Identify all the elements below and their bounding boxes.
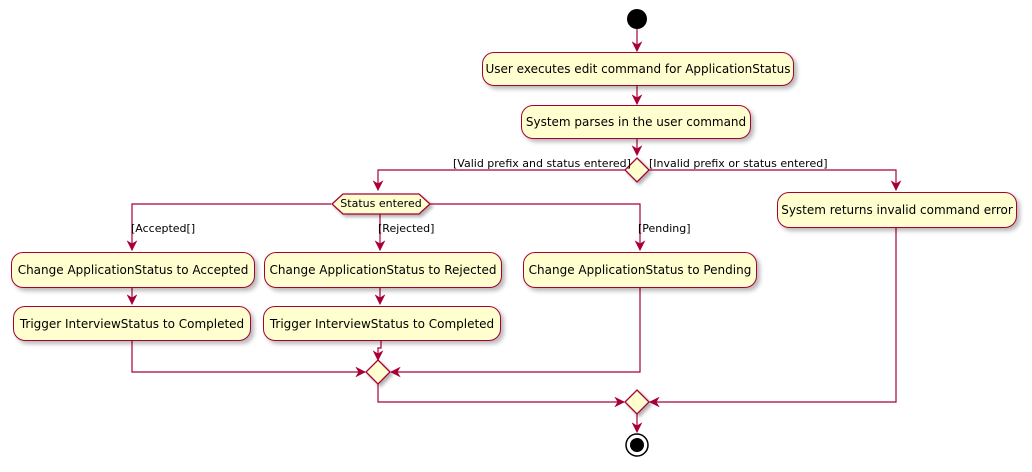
guard-invalid: [Invalid prefix or status entered] bbox=[649, 157, 828, 170]
edge-merge-top bbox=[372, 341, 384, 362]
edge-merge-left bbox=[131, 341, 367, 378]
validity-decision-diamond bbox=[624, 157, 650, 183]
status-decision-label: Status entered bbox=[340, 197, 422, 210]
edge-accepted bbox=[126, 203, 331, 252]
start-node bbox=[627, 9, 647, 29]
action-trigger-completed-rejected: Trigger InterviewStatus to Completed bbox=[263, 306, 501, 341]
action-trigger-completed-accepted: Trigger InterviewStatus to Completed bbox=[13, 306, 251, 341]
action-change-pending: Change ApplicationStatus to Pending bbox=[523, 252, 757, 288]
action-edit-command: User executes edit command for Applicati… bbox=[482, 52, 794, 86]
action-change-rejected: Change ApplicationStatus to Rejected bbox=[264, 252, 502, 288]
edge-merge-final-left bbox=[377, 384, 626, 408]
action-invalid-error: System returns invalid command error bbox=[777, 192, 1017, 228]
guard-pending: [Pending] bbox=[638, 222, 691, 235]
edge-valid bbox=[372, 169, 625, 192]
action-change-accepted: Change ApplicationStatus to Accepted bbox=[11, 252, 255, 288]
end-node bbox=[625, 433, 649, 457]
edge-invalid bbox=[649, 169, 902, 192]
guard-valid: [Valid prefix and status entered] bbox=[453, 157, 631, 170]
edge-merge-right bbox=[389, 288, 641, 378]
guard-accepted: [Accepted[] bbox=[131, 222, 196, 235]
final-merge-diamond bbox=[624, 389, 650, 415]
status-decision-hexagon bbox=[331, 193, 431, 215]
guard-rejected: [Rejected] bbox=[378, 222, 435, 235]
edge-pending bbox=[429, 203, 646, 252]
status-merge-diamond bbox=[365, 359, 391, 385]
action-parse-command: System parses in the user command bbox=[521, 105, 751, 139]
edge-error-final bbox=[648, 228, 897, 408]
